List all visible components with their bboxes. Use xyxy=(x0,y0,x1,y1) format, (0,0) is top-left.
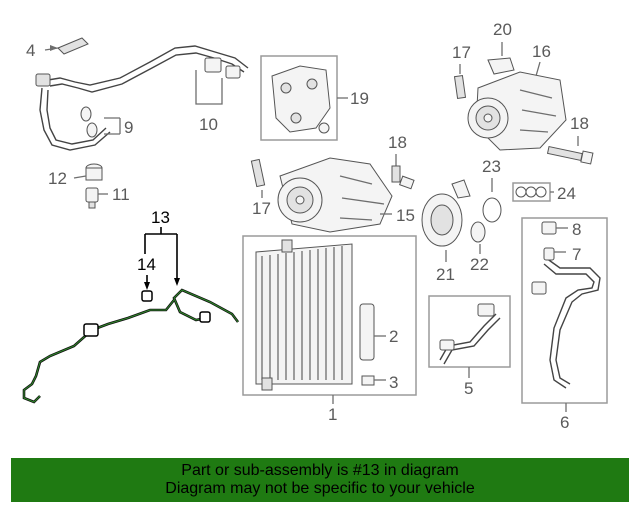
callout-9: 9 xyxy=(124,118,133,137)
callout-23: 23 xyxy=(482,157,501,176)
valve-14[interactable] xyxy=(141,290,153,302)
cap-8[interactable] xyxy=(541,221,557,235)
shims-24[interactable] xyxy=(515,186,547,198)
callout-24: 24 xyxy=(557,184,576,203)
bolt-18b[interactable] xyxy=(546,145,594,165)
callout-20: 20 xyxy=(493,20,512,39)
callout-22: 22 xyxy=(470,255,489,274)
leader-9 xyxy=(104,117,121,135)
clutch-21[interactable] xyxy=(421,179,471,247)
compressor-15[interactable] xyxy=(277,157,393,233)
stud-bolt-17a[interactable] xyxy=(453,74,467,100)
stud-bolt-17b[interactable] xyxy=(250,158,266,188)
callout-2: 2 xyxy=(389,327,398,346)
valve-core-11[interactable] xyxy=(85,187,99,209)
callout-19: 19 xyxy=(350,89,369,108)
callout-14: 14 xyxy=(137,255,156,274)
callout-15: 15 xyxy=(396,206,415,225)
ring-23[interactable] xyxy=(482,197,502,223)
callout-17a: 17 xyxy=(452,43,471,62)
callout-18b: 18 xyxy=(570,114,589,133)
leader-12 xyxy=(73,175,87,179)
bracket-20[interactable] xyxy=(487,57,515,75)
o-ring-9[interactable] xyxy=(80,106,98,138)
receiver-2[interactable] xyxy=(359,303,375,361)
callout-12: 12 xyxy=(48,169,67,188)
compressor-16[interactable] xyxy=(467,71,567,151)
callout-21: 21 xyxy=(436,265,455,284)
callout-10: 10 xyxy=(199,115,218,134)
condenser-1[interactable] xyxy=(255,239,353,391)
callout-13: 13 xyxy=(151,208,170,227)
callout-17b: 17 xyxy=(252,199,271,218)
leader-16 xyxy=(535,61,541,77)
plug-3[interactable] xyxy=(361,375,375,386)
pipe-6[interactable] xyxy=(531,257,601,389)
arrow-14 xyxy=(144,282,150,290)
leader-10 xyxy=(195,70,223,105)
compressor-bracket-19[interactable] xyxy=(271,65,331,134)
callout-5: 5 xyxy=(464,379,473,398)
callout-11: 11 xyxy=(112,185,130,204)
suction-hose-group[interactable] xyxy=(35,45,249,151)
banner-line-1: Part or sub-assembly is #13 in diagram xyxy=(181,462,459,479)
tube-box xyxy=(428,295,511,368)
condenser-box xyxy=(242,235,417,396)
callout-7: 7 xyxy=(572,245,581,264)
callout-6: 6 xyxy=(560,413,569,432)
arrow-13 xyxy=(174,278,180,286)
hose-fitting-4[interactable] xyxy=(57,37,89,55)
callout-4: 4 xyxy=(26,41,35,60)
callout-3: 3 xyxy=(389,373,398,392)
pipe-box xyxy=(521,217,608,404)
callout-18a: 18 xyxy=(388,133,407,152)
banner-line-2: Diagram may not be specific to your vehi… xyxy=(165,480,475,497)
arrow-4 xyxy=(50,45,58,51)
snap-ring-22[interactable] xyxy=(470,221,486,243)
leader-13 xyxy=(144,227,178,282)
info-banner: Part or sub-assembly is #13 in diagram D… xyxy=(11,458,629,502)
discharge-hose-13[interactable] xyxy=(22,288,240,404)
callout-8: 8 xyxy=(572,220,581,239)
valve-cap-12[interactable] xyxy=(85,163,103,181)
shim-box xyxy=(512,182,551,202)
core-7[interactable] xyxy=(543,247,555,261)
callout-16: 16 xyxy=(532,42,551,61)
callout-1: 1 xyxy=(328,405,337,424)
bolt-18a[interactable] xyxy=(391,165,415,190)
liquid-tube-5[interactable] xyxy=(439,303,501,365)
